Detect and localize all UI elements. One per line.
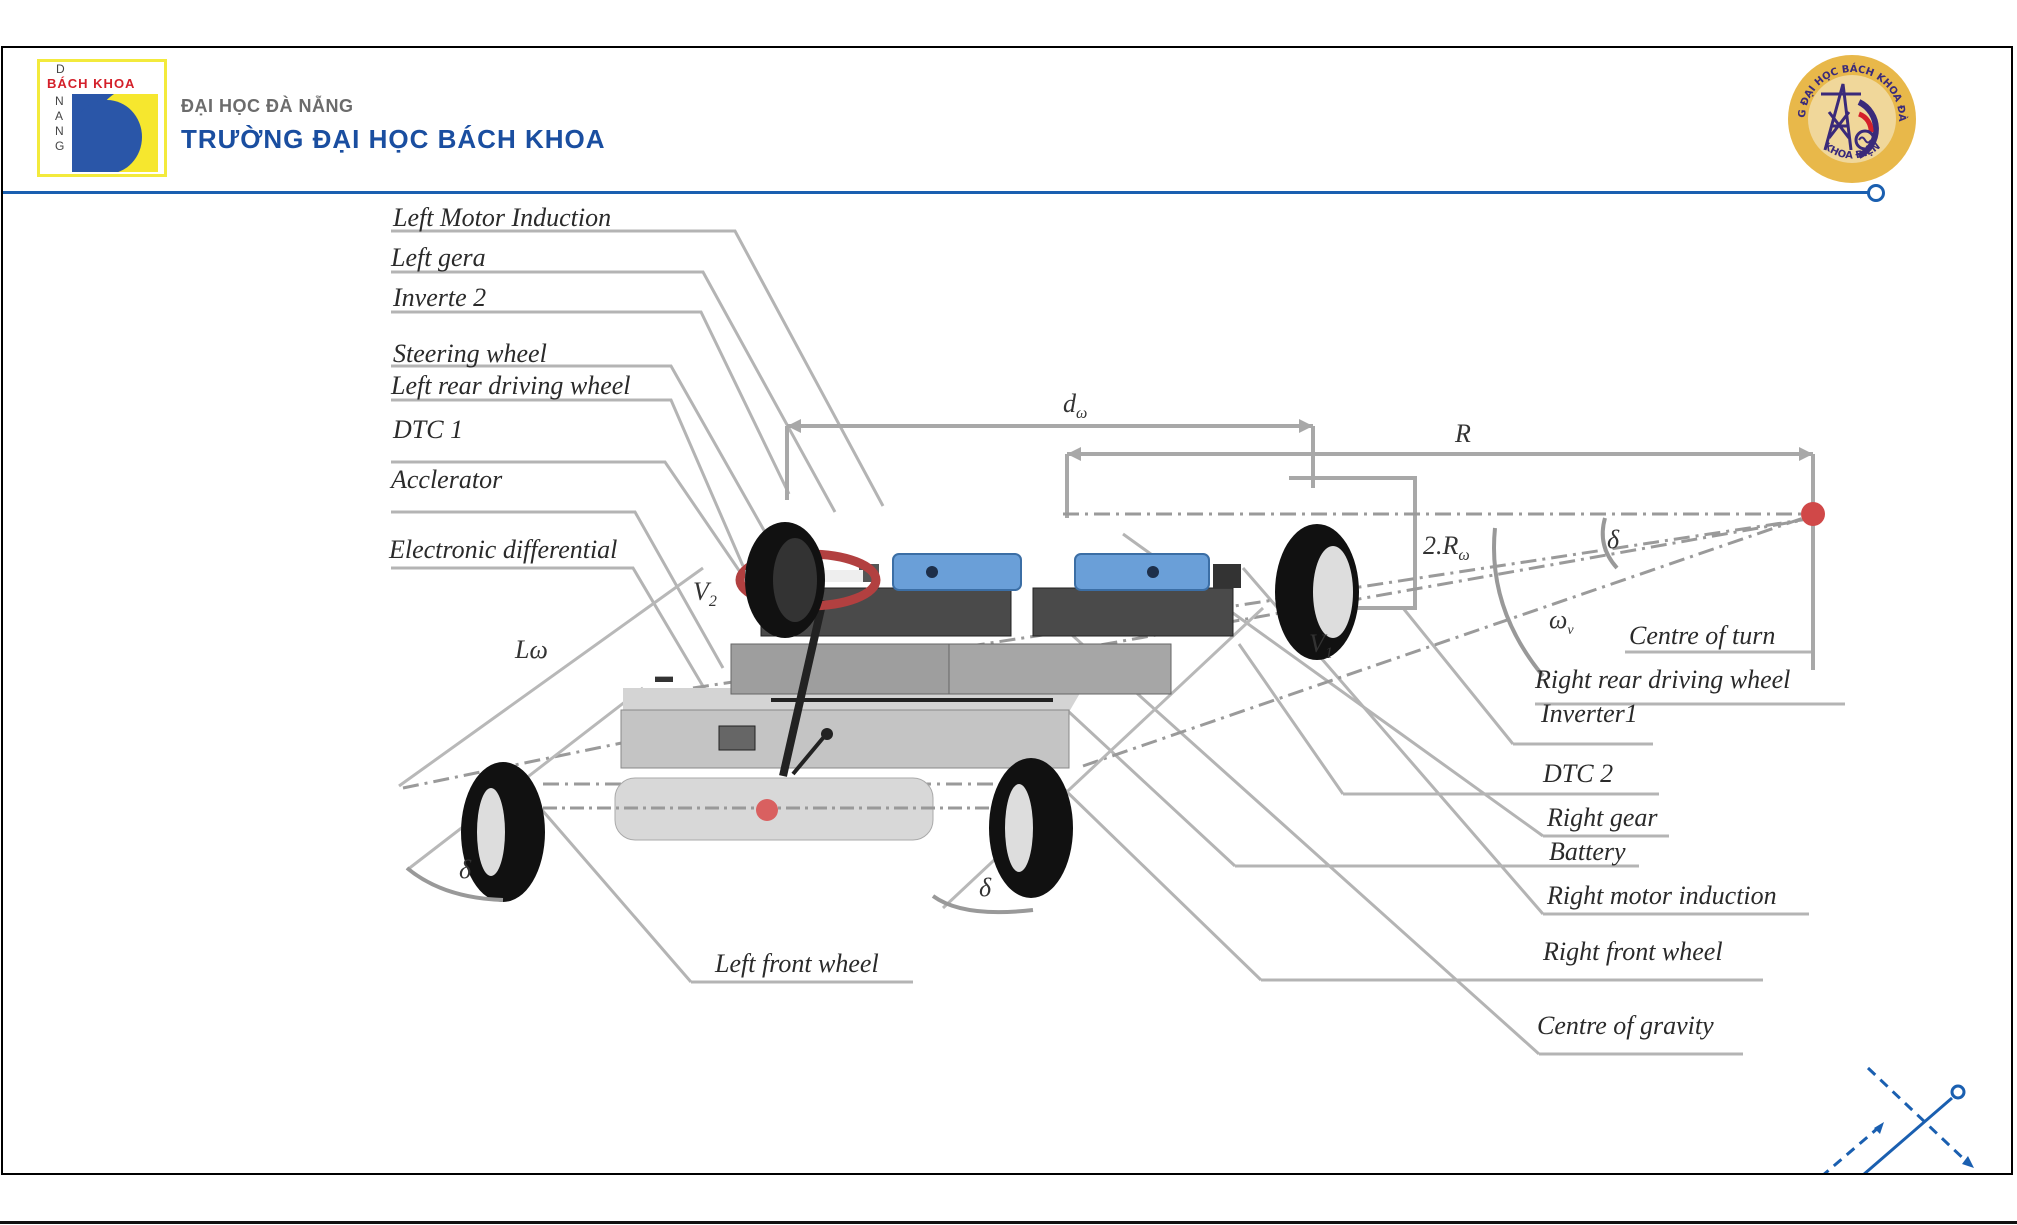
label-inverter-2: Inverte 2 [392, 283, 486, 312]
label-battery: Battery [1549, 837, 1626, 866]
label-dtc-2: DTC 2 [1542, 759, 1613, 788]
label-right-rear-driving-wheel: Right rear driving wheel [1534, 665, 1790, 694]
logo-brand: BÁCH KHOA [47, 76, 136, 91]
label-dtc-1: DTC 1 [392, 415, 463, 444]
label-right-motor-induction: Right motor induction [1546, 881, 1777, 910]
yaw-rate-arc [1492, 527, 1545, 678]
university-subtitle: ĐẠI HỌC ĐÀ NẴNG [181, 96, 354, 116]
right-motor-induction [1074, 553, 1210, 591]
label-accelerator: Acclerator [389, 465, 503, 494]
symbol-omega-v: ωv [1549, 605, 1574, 638]
arrow-up-icon [1874, 1122, 1884, 1134]
symbol-V2: V2 [693, 577, 717, 610]
symbol-R: R [1454, 419, 1471, 448]
label-right-front-wheel: Right front wheel [1542, 937, 1723, 966]
label-electronic-differential: Electronic differential [388, 535, 617, 564]
induction-motors [859, 553, 1241, 591]
label-centre-of-turn: Centre of turn [1629, 621, 1775, 650]
bottom-rule [0, 1221, 2017, 1224]
label-left-motor-induction: Left Motor Induction [392, 203, 611, 232]
left-rear-wheel [745, 522, 825, 638]
logo-letter: A [55, 109, 64, 123]
controller-boxes [730, 587, 1234, 702]
arrow-down-icon [1962, 1156, 1974, 1168]
symbol-V1: V1 [1309, 629, 1333, 662]
wheels [461, 522, 1359, 902]
front-axle [543, 777, 993, 841]
d-omega-dimension [785, 424, 1315, 500]
steering-angle-arcs [405, 517, 1619, 915]
symbol-d-omega: dω [1063, 389, 1087, 422]
header-divider [3, 191, 1871, 194]
logo-letter: N [55, 94, 64, 108]
label-right-gear: Right gear [1546, 803, 1658, 832]
label-steering-wheel: Steering wheel [393, 339, 547, 368]
symbols: dω R 2.Rω δ ωv V1 V2 Lω δ δ [459, 389, 1620, 902]
R-dimension [1065, 452, 1815, 518]
symbol-2R-omega: 2.Rω [1423, 531, 1470, 564]
dimension-arrowheads [787, 419, 1813, 461]
slide: D BÁCH KHOA N A N G ĐẠI HỌC ĐÀ NẴNG TRƯỜ… [1, 46, 2013, 1175]
energy-arcs-icon [1857, 99, 1879, 159]
logo-letter: D [56, 62, 65, 76]
accelerator-pedal [718, 725, 756, 751]
circle-node-icon [1950, 1084, 1966, 1100]
logo-letter: N [55, 124, 64, 138]
label-left-rear-driving-wheel: Left rear driving wheel [390, 371, 631, 400]
symbol-delta-left: δ [459, 855, 472, 884]
power-tower-icon [1821, 83, 1861, 151]
symbol-delta-turn: δ [1607, 525, 1620, 554]
label-centre-of-gravity: Centre of gravity [1537, 1011, 1714, 1040]
label-left-front-wheel: Left front wheel [714, 949, 879, 978]
header-divider-knob [1867, 184, 1885, 202]
university-title: TRƯỜNG ĐẠI HỌC BÁCH KHOA [181, 124, 606, 154]
left-leader-lines [391, 229, 885, 721]
right-gear [1213, 564, 1241, 588]
bach-khoa-logo: D BÁCH KHOA N A N G [37, 59, 167, 177]
right-front-wheel [989, 758, 1073, 898]
corner-decoration [1823, 1066, 1974, 1173]
minus-terminal: ▬ [655, 666, 673, 686]
label-left-gear: Left gera [390, 243, 486, 272]
left-front-wheel [461, 762, 545, 902]
symbol-delta-right: δ [979, 873, 992, 902]
ac-source-icon [1854, 129, 1876, 151]
right-labels: Centre of turn Right rear driving wheel … [714, 621, 1790, 1040]
label-inverter-1: Inverter1 [1540, 699, 1638, 728]
faculty-seal: TRƯỜNG ĐẠI HỌC BÁCH KHOA ĐÀ NẴNG KHOA ĐI… [1785, 52, 1916, 183]
right-rear-wheel [1275, 524, 1359, 660]
logo-letter: G [55, 139, 65, 153]
left-motor-induction [892, 553, 1022, 591]
logo-p-mark [72, 94, 158, 172]
2R-dimension [1289, 476, 1417, 610]
symbol-L-omega: Lω [514, 635, 548, 664]
centre-of-gravity-marker [756, 799, 778, 821]
electric-vehicle-diagram: ▬ ✚ [388, 203, 1845, 1056]
left-labels: Left Motor Induction Left gera Inverte 2… [388, 203, 631, 564]
centre-of-turn-marker [1801, 502, 1825, 526]
